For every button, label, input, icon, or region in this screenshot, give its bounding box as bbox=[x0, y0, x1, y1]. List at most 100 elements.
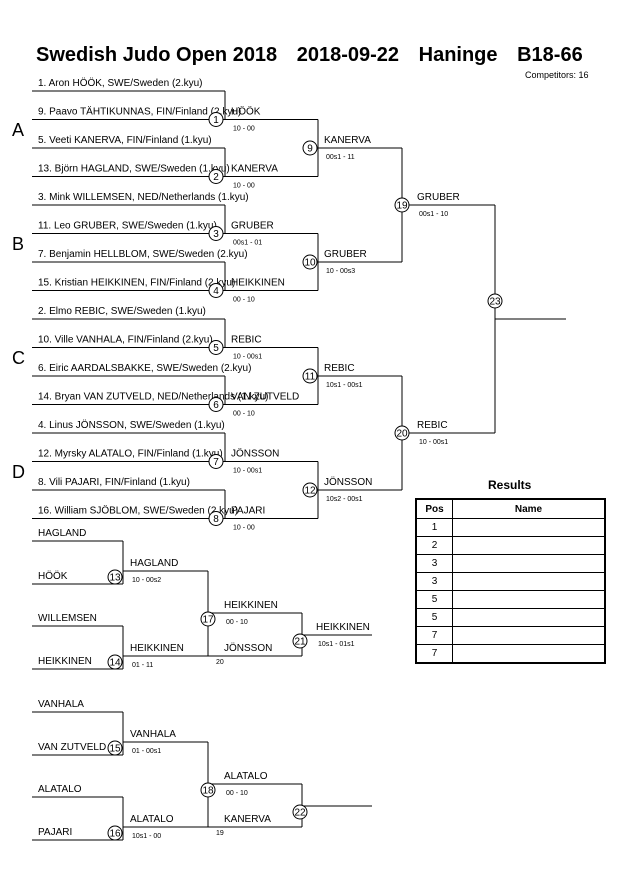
repechage-score: 01 - 00s1 bbox=[132, 748, 161, 755]
match-number: 7 bbox=[213, 457, 219, 468]
round1-score: 10 - 00s1 bbox=[233, 468, 262, 475]
round2-winner: KANERVA bbox=[324, 135, 371, 146]
match-number-circle bbox=[302, 482, 318, 498]
results-row: 7 bbox=[415, 626, 606, 645]
repechage-winner: HAGLAND bbox=[130, 558, 178, 569]
competitor-name: 2. Elmo REBIC, SWE/Sweden (1.kyu) bbox=[38, 306, 206, 317]
repechage-winner: HEIKKINEN bbox=[130, 643, 184, 654]
event-title: Swedish Judo Open 2018 2018-09-22 Haning… bbox=[36, 44, 597, 67]
pool-label-a: A bbox=[12, 120, 25, 140]
round1-winner: HEIKKINEN bbox=[231, 278, 285, 289]
repechage-entrant: WILLEMSEN bbox=[38, 613, 97, 624]
semifinal-winner: REBIC bbox=[417, 420, 448, 431]
match-number: 18 bbox=[202, 786, 214, 797]
match-number: 20 bbox=[396, 429, 408, 440]
results-name bbox=[452, 554, 606, 573]
round1-score: 00 - 10 bbox=[233, 411, 255, 418]
event-name: Swedish Judo Open 2018 bbox=[36, 44, 278, 66]
round2-score: 10s1 - 00s1 bbox=[326, 382, 363, 389]
results-pos: 5 bbox=[415, 590, 453, 609]
results-header-name: Name bbox=[452, 499, 605, 519]
round1-winner: KANERVA bbox=[231, 164, 278, 175]
match-number-circle bbox=[107, 825, 123, 841]
round1-score: 10 - 00 bbox=[233, 525, 255, 532]
match-number: 11 bbox=[305, 372, 316, 383]
match-number: 17 bbox=[202, 615, 214, 626]
event-category: B18-66 bbox=[517, 44, 583, 66]
match-number-circle bbox=[302, 140, 318, 156]
match-number-circle bbox=[292, 633, 308, 649]
competitor-name: 3. Mink WILLEMSEN, NED/Netherlands (1.ky… bbox=[38, 192, 249, 203]
match-number: 2 bbox=[213, 172, 219, 183]
match-number: 9 bbox=[307, 144, 313, 155]
repechage-winner: VANHALA bbox=[130, 729, 176, 740]
results-row: 5 bbox=[415, 590, 606, 609]
match-number-circle bbox=[302, 368, 318, 384]
round1-winner: REBIC bbox=[231, 335, 262, 346]
match-number-circle bbox=[208, 169, 224, 184]
match-number: 3 bbox=[213, 229, 219, 240]
round1-score: 00s1 - 01 bbox=[233, 240, 262, 247]
results-row: 2 bbox=[415, 536, 606, 555]
repechage-score: 01 - 11 bbox=[132, 662, 153, 669]
match-number: 5 bbox=[213, 343, 219, 354]
competitor-name: 12. Myrsky ALATALO, FIN/Finland (1.kyu) bbox=[38, 449, 223, 460]
results-name bbox=[452, 572, 606, 591]
competitor-name: 10. Ville VANHALA, FIN/Finland (2.kyu) bbox=[38, 335, 213, 346]
match-number: 16 bbox=[109, 829, 121, 840]
match-number: 10 bbox=[304, 258, 316, 269]
repechage-entrant: HEIKKINEN bbox=[38, 656, 92, 667]
match-number: 13 bbox=[109, 573, 121, 584]
semifinal-winner: GRUBER bbox=[417, 192, 460, 203]
match-number-circle bbox=[292, 804, 308, 820]
results-pos: 7 bbox=[415, 626, 453, 645]
round2-winner: REBIC bbox=[324, 363, 355, 374]
match-number: 1 bbox=[213, 115, 219, 126]
competitor-name: 14. Bryan VAN ZUTVELD, NED/Netherlands (… bbox=[38, 392, 268, 403]
results-row: 3 bbox=[415, 572, 606, 591]
round2-score: 10 - 00s3 bbox=[326, 268, 355, 275]
competitor-name: 4. Linus JÖNSSON, SWE/Sweden (1.kyu) bbox=[38, 419, 225, 431]
match-number-circle bbox=[208, 283, 224, 298]
competitor-name: 11. Leo GRUBER, SWE/Sweden (1.kyu) bbox=[38, 221, 217, 232]
results-name bbox=[452, 590, 606, 609]
match-number-circle bbox=[107, 740, 123, 756]
repechage-entrant: HAGLAND bbox=[38, 528, 86, 539]
round1-score: 10 - 00 bbox=[233, 183, 255, 190]
match-number: 6 bbox=[213, 400, 219, 411]
match-number-circle bbox=[208, 397, 224, 412]
round2-winner: JÖNSSON bbox=[324, 476, 372, 488]
results-pos: 2 bbox=[415, 536, 453, 555]
repechage-note: 19 bbox=[216, 830, 224, 837]
competitor-count: Competitors: 16 bbox=[525, 70, 589, 80]
repechage-entrant: ALATALO bbox=[38, 784, 82, 795]
match-number-circle bbox=[208, 226, 224, 241]
event-place: Haninge bbox=[418, 44, 498, 66]
round2-score: 10s2 - 00s1 bbox=[326, 496, 363, 503]
repechage-score: 00 - 10 bbox=[226, 619, 248, 626]
round2-score: 00s1 - 11 bbox=[326, 154, 355, 161]
results-name bbox=[452, 608, 606, 627]
match-number: 14 bbox=[109, 658, 121, 669]
match-number: 4 bbox=[213, 286, 219, 297]
competitor-name: 6. Eiric AARDALSBAKKE, SWE/Sweden (2.kyu… bbox=[38, 363, 251, 374]
match-number-circle bbox=[394, 425, 410, 441]
results-row: 7 bbox=[415, 644, 606, 664]
results-row: 1 bbox=[415, 518, 606, 537]
round1-winner: GRUBER bbox=[231, 221, 274, 232]
round1-winner: JÖNSSON bbox=[231, 448, 279, 460]
repechage-final-winner: HEIKKINEN bbox=[316, 622, 370, 633]
round1-winner: PAJARI bbox=[231, 506, 265, 517]
results-name bbox=[452, 626, 606, 645]
competitor-name: 5. Veeti KANERVA, FIN/Finland (1.kyu) bbox=[38, 135, 212, 146]
round1-winner: HÖÖK bbox=[231, 106, 261, 118]
repechage-entrant: VANHALA bbox=[38, 699, 84, 710]
results-name bbox=[452, 518, 606, 537]
match-number-circle bbox=[208, 340, 224, 355]
repechage-opponent: KANERVA bbox=[224, 814, 271, 825]
repechage-winner: ALATALO bbox=[224, 771, 268, 782]
competitor-name: 16. William SJÖBLOM, SWE/Sweden (2.kyu) bbox=[38, 505, 238, 517]
round1-score: 10 - 00 bbox=[233, 126, 255, 133]
match-number: 19 bbox=[396, 201, 408, 212]
repechage-entrant: VAN ZUTVELD bbox=[38, 742, 106, 753]
